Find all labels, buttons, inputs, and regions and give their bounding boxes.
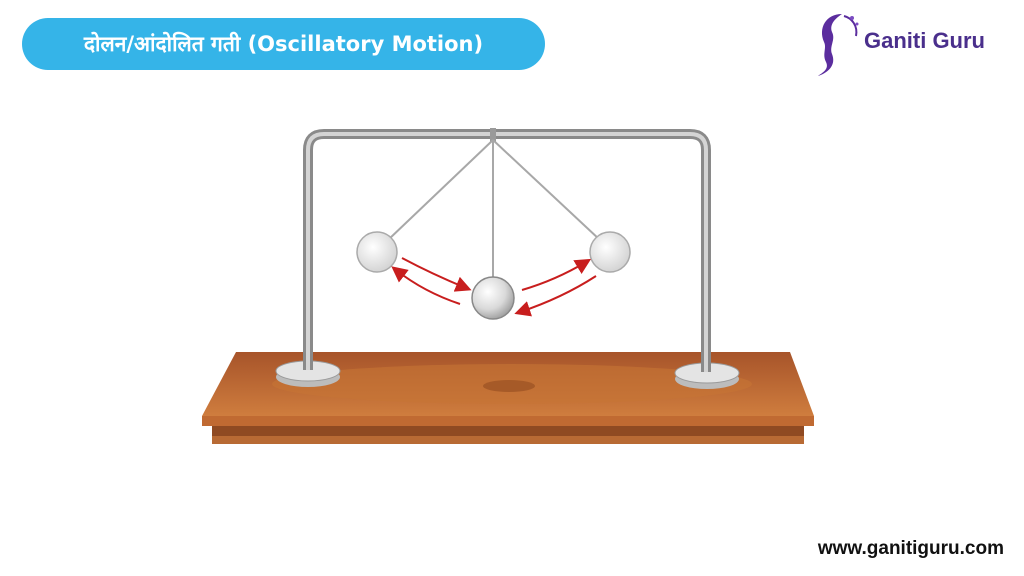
bob-left-position	[356, 231, 398, 273]
bob-center-position	[471, 276, 515, 320]
pendulum-frame	[275, 128, 740, 389]
silhouette-logo-icon	[818, 14, 859, 76]
table	[202, 352, 814, 444]
motion-arrows	[391, 257, 597, 317]
brand-logo[interactable]: Ganiti Guru	[812, 6, 1012, 78]
page-title: दोलन/आंदोलित गती (Oscillatory Motion)	[22, 18, 545, 70]
bob-right-position	[589, 231, 631, 273]
pendulum-strings	[387, 139, 601, 280]
brand-name: Ganiti Guru	[864, 28, 985, 53]
website-link[interactable]: www.ganitiguru.com	[817, 538, 1004, 559]
